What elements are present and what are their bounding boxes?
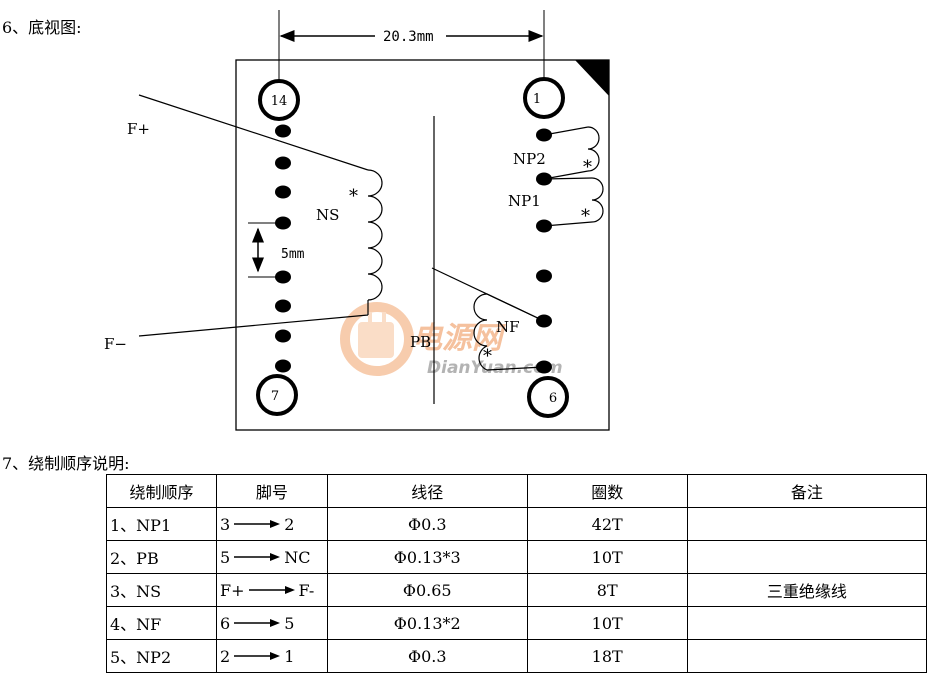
pin-from: F+ (220, 580, 245, 600)
cell-order: 4、NF (105, 606, 218, 640)
transformer-body (235, 59, 610, 431)
arrow-icon (234, 619, 281, 627)
pin1-corner-mark (575, 60, 609, 96)
watermark-cn: 电源网 (412, 321, 506, 356)
cell-turns: 10T (526, 540, 688, 574)
table-row: 3、NS F+ F- Φ0.65 8T 三重绝缘线 (105, 573, 927, 607)
f-minus-label: F− (104, 335, 127, 353)
cell-order: 3、NS (105, 573, 218, 607)
pin-7-label: 7 (271, 389, 279, 404)
arrow-icon (234, 553, 281, 561)
cell-wire: Φ0.13*2 (326, 606, 528, 640)
cell-wire: Φ0.3 (326, 507, 528, 541)
nf-label: NF (496, 318, 520, 336)
pin-to: 2 (284, 514, 295, 534)
pin-from: 6 (220, 613, 231, 633)
ns-winding (138, 94, 383, 337)
cell-order: 1、NP1 (105, 507, 218, 541)
bottom-view-diagram: 电源网 DianYuan.com 20.3mm 14 1 7 6 5m (104, 10, 610, 431)
arrow-icon (234, 652, 281, 660)
cell-wire: Φ0.3 (326, 639, 528, 673)
pin-to: 5 (284, 613, 295, 633)
header-note: 备注 (686, 474, 927, 508)
watermark-logo (340, 302, 414, 376)
pin-7-ring (256, 374, 298, 416)
cell-turns: 18T (526, 639, 688, 673)
pitch-dimension-label: 5mm (281, 247, 305, 262)
f-plus-label: F+ (127, 120, 150, 138)
ns-polarity-star: * (349, 186, 358, 207)
np1-polarity-star: * (581, 206, 590, 227)
width-dimension-label: 20.3mm (383, 29, 434, 45)
cell-wire: Φ0.13*3 (326, 540, 528, 574)
pin-6-ring (527, 376, 569, 418)
pin-to: F- (298, 580, 315, 600)
nf-polarity-star: * (483, 346, 492, 367)
pin-1-ring (523, 77, 565, 119)
pin-14-label: 14 (271, 94, 288, 109)
cell-pins: F+ F- (216, 573, 328, 607)
cell-note (686, 639, 927, 673)
section6-heading: 6、底视图: (2, 18, 82, 37)
pin-to: 1 (284, 646, 295, 666)
header-order: 绕制顺序 (105, 474, 218, 508)
cell-wire: Φ0.65 (326, 573, 528, 607)
np1-label: NP1 (508, 192, 541, 210)
arrow-icon (234, 520, 281, 528)
arrow-icon (248, 586, 295, 594)
cell-turns: 10T (526, 606, 688, 640)
header-pins: 脚号 (216, 474, 328, 508)
cell-note (686, 606, 927, 640)
pin-from: 5 (220, 547, 231, 567)
np2-label: NP2 (513, 150, 546, 168)
pin-to: NC (284, 547, 311, 567)
table-row: 2、PB 5 NC Φ0.13*3 10T (105, 540, 927, 574)
ns-label: NS (316, 206, 339, 224)
pin-6-label: 6 (549, 391, 557, 406)
cell-note: 三重绝缘线 (686, 573, 927, 607)
np-windings (543, 126, 604, 227)
nf-pb-windings (431, 267, 545, 371)
cell-turns: 42T (526, 507, 688, 541)
cell-order: 2、PB (105, 540, 218, 574)
cell-note (686, 540, 927, 574)
table-header-row: 绕制顺序 脚号 线径 圈数 备注 (105, 474, 927, 508)
section7-heading: 7、绕制顺序说明: (2, 454, 130, 473)
pin-14-ring (258, 79, 300, 121)
cell-turns: 8T (526, 573, 688, 607)
pin-from: 2 (220, 646, 231, 666)
header-wire: 线径 (326, 474, 528, 508)
np2-polarity-star: * (583, 157, 592, 178)
watermark-en: DianYuan.com (427, 358, 563, 378)
cell-pins: 5 NC (216, 540, 328, 574)
pb-label: PB (410, 333, 431, 351)
cell-order: 5、NP2 (105, 639, 218, 673)
pin-1-label: 1 (533, 92, 541, 107)
header-turns: 圈数 (526, 474, 688, 508)
pin-from: 3 (220, 514, 231, 534)
cell-note (686, 507, 927, 541)
